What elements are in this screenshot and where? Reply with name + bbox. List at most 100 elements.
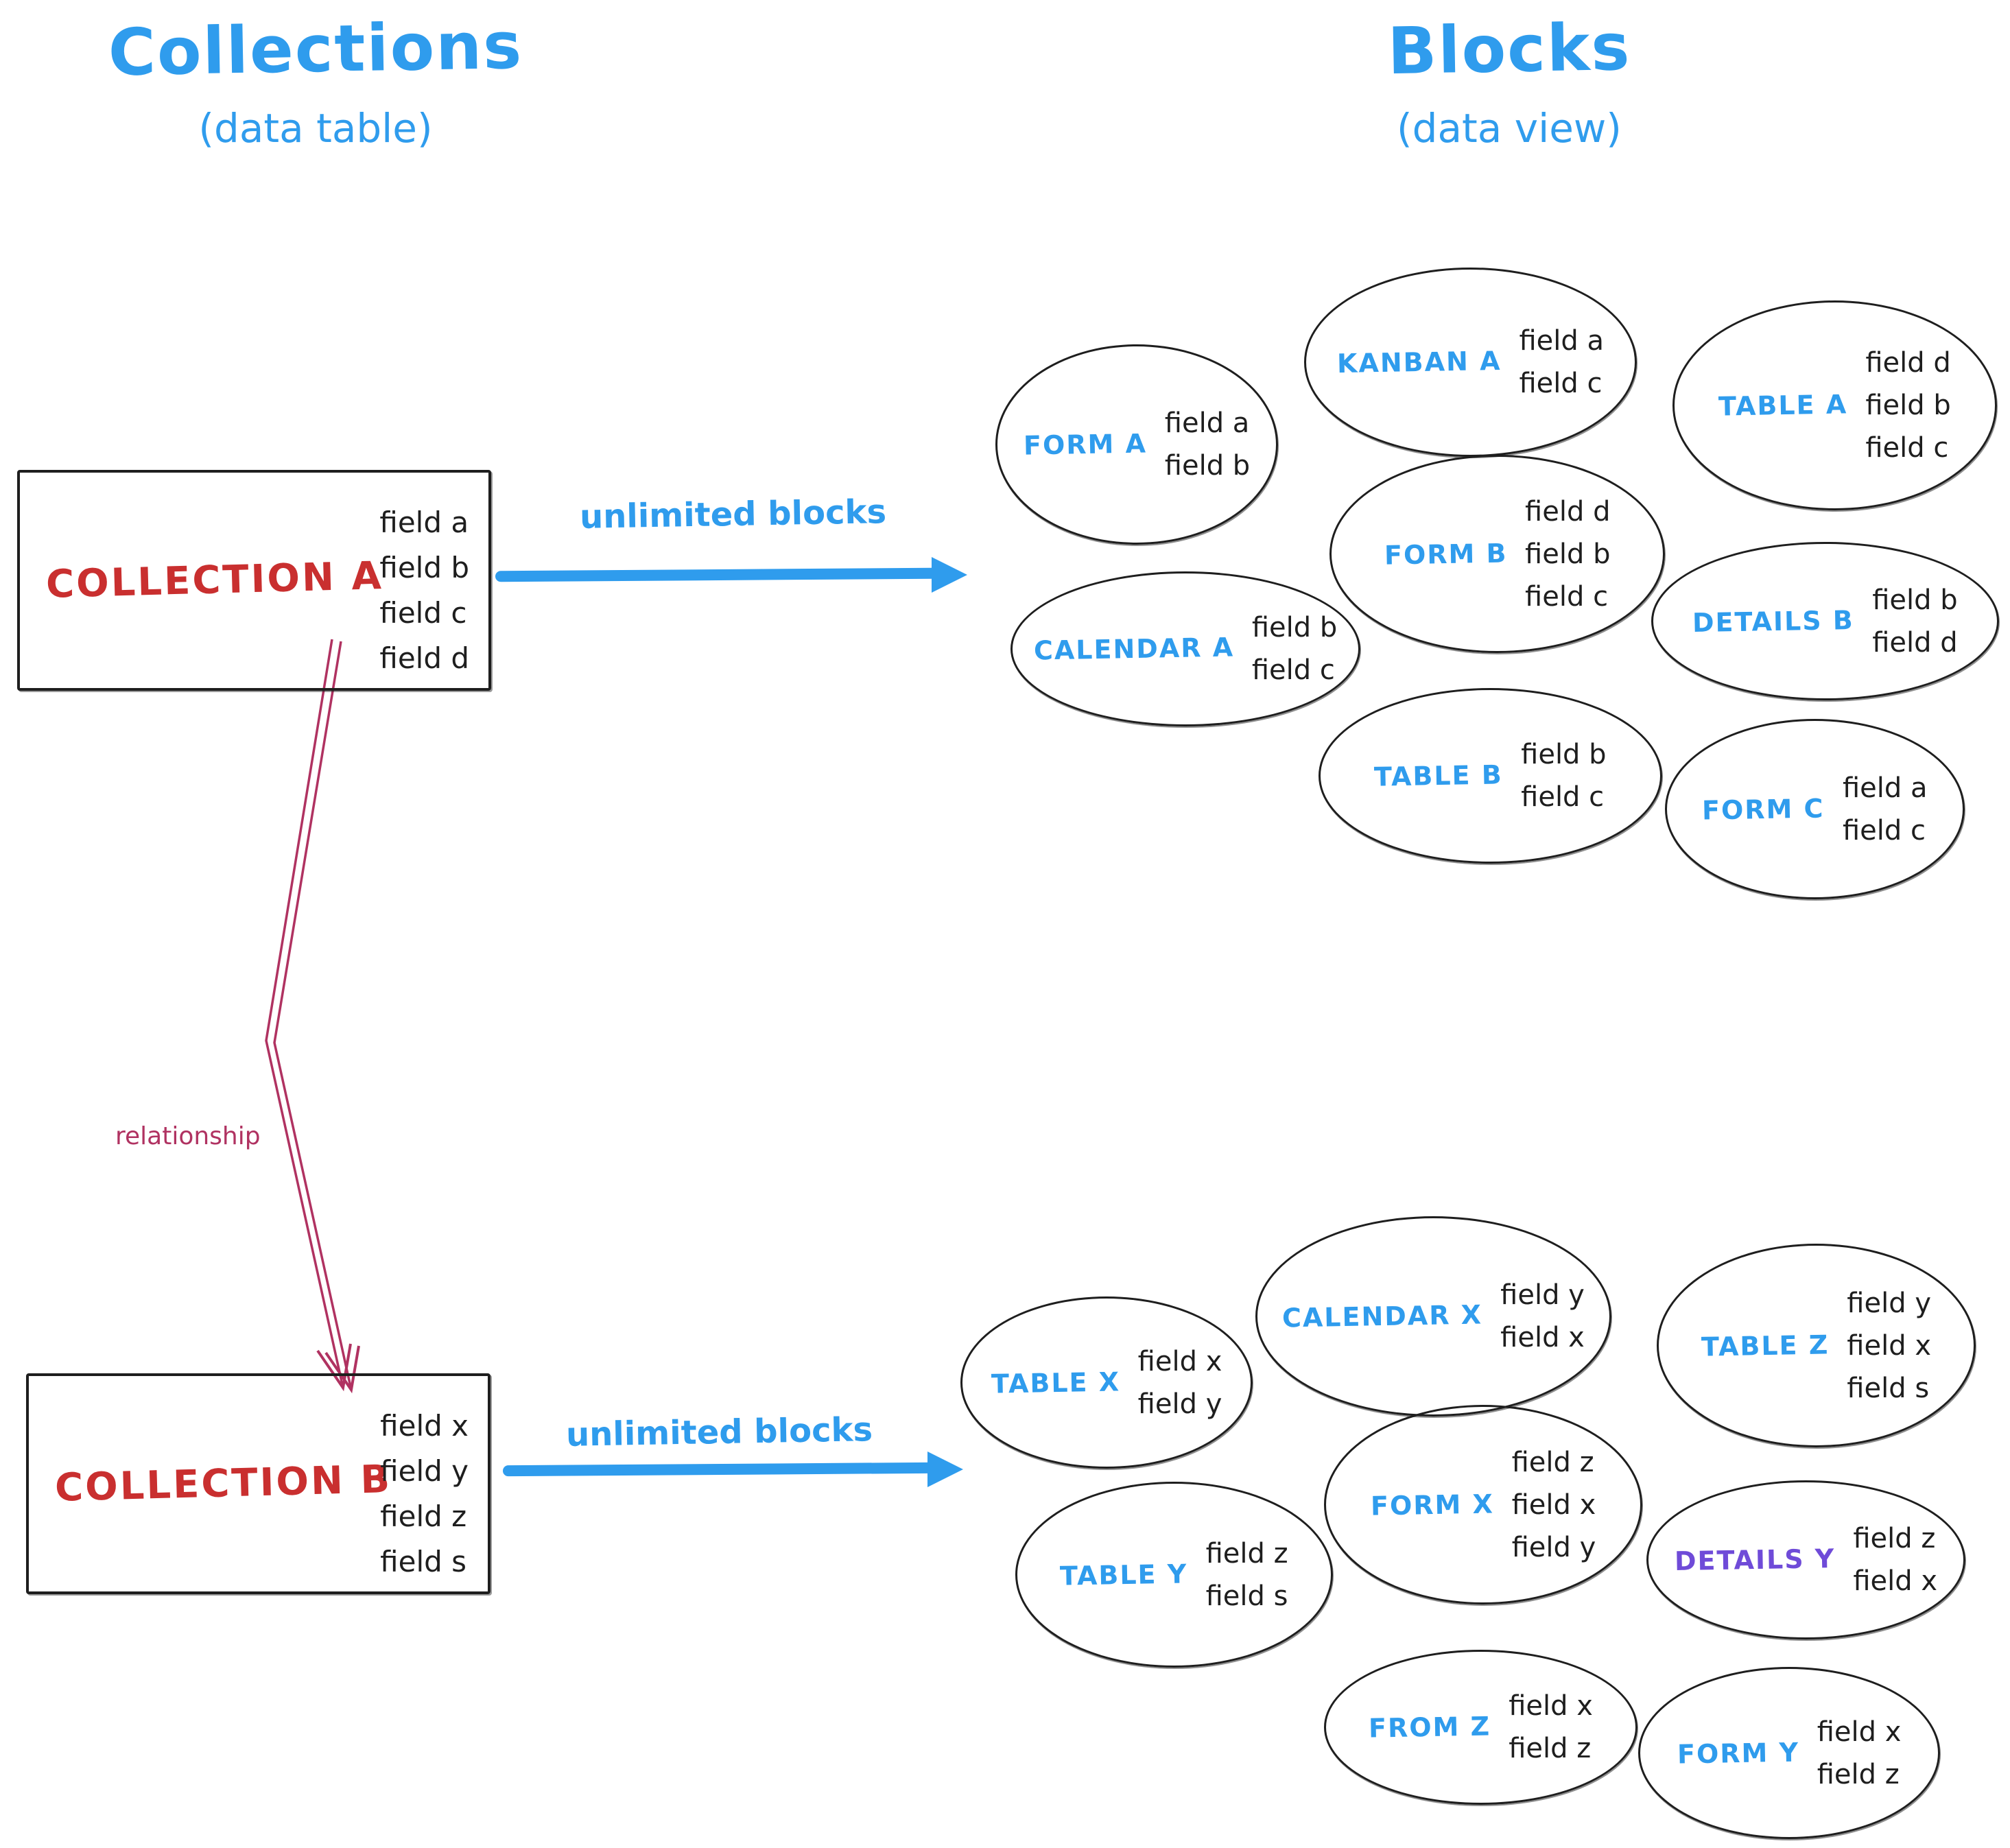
field: field z xyxy=(380,1500,467,1533)
field: field d xyxy=(1865,347,1951,379)
field: field x xyxy=(1509,1690,1593,1722)
collections-title: Collections xyxy=(108,8,523,91)
field: field z xyxy=(1817,1758,1900,1790)
field: field a xyxy=(1519,325,1605,357)
block-fields: field y field x field s xyxy=(1847,1282,1931,1410)
unlimited-blocks-label-b: unlimited blocks xyxy=(565,1410,873,1454)
field: field y xyxy=(1511,1531,1596,1563)
field: field c xyxy=(1865,432,1949,464)
field: field y xyxy=(380,1454,469,1488)
block-label: TABLE Y xyxy=(1059,1558,1188,1591)
block-label: FROM Z xyxy=(1368,1711,1491,1744)
field: field s xyxy=(1847,1372,1930,1404)
block-label: DETAILS Y xyxy=(1674,1543,1836,1577)
field: field z xyxy=(1511,1446,1594,1478)
block-form-c: FORM C field a field c xyxy=(1665,719,1965,899)
block-label: TABLE B xyxy=(1374,759,1504,792)
field: field c xyxy=(1521,781,1605,813)
block-fields: field b field c xyxy=(1521,733,1606,818)
field: field c xyxy=(1251,654,1335,686)
block-label: FORM B xyxy=(1384,537,1508,571)
collection-b-label: COLLECTION B xyxy=(54,1457,392,1511)
block-from-z: FROM Z field x field z xyxy=(1324,1650,1637,1805)
block-label: FORM A xyxy=(1023,428,1148,461)
block-fields: field z field x xyxy=(1853,1517,1937,1602)
blocks-subtitle: (data view) xyxy=(1397,105,1622,152)
block-fields: field d field b field c xyxy=(1865,342,1950,469)
collection-b-fields: field x field y field z field s xyxy=(380,1403,469,1585)
block-table-a: TABLE A field d field b field c xyxy=(1672,300,1997,510)
field: field z xyxy=(1509,1733,1592,1764)
collections-subtitle: (data table) xyxy=(198,105,433,152)
block-fields: field a field b xyxy=(1165,402,1250,487)
block-table-b: TABLE B field b field c xyxy=(1319,688,1662,864)
block-table-x: TABLE X field x field y xyxy=(960,1296,1253,1469)
block-label: FORM C xyxy=(1702,792,1825,826)
block-details-y: DETAILS Y field z field x xyxy=(1646,1480,1965,1639)
block-fields: field a field c xyxy=(1519,320,1604,405)
field: field x xyxy=(1847,1329,1931,1362)
block-fields: field d field b field c xyxy=(1525,490,1610,618)
block-label: FORM X xyxy=(1370,1488,1494,1521)
field: field c xyxy=(1519,368,1603,399)
field: field x xyxy=(1817,1716,1902,1748)
field: field b xyxy=(1521,739,1607,770)
block-label: CALENDAR X xyxy=(1281,1299,1483,1334)
field: field b xyxy=(1525,538,1611,570)
unlimited-blocks-arrow-b xyxy=(502,1462,934,1477)
field: field b xyxy=(1251,612,1338,643)
block-calendar-a: CALENDAR A field b field c xyxy=(1010,571,1360,726)
unlimited-blocks-label-a: unlimited blocks xyxy=(579,493,887,536)
block-details-b: DETAILS B field b field d xyxy=(1651,542,1999,700)
block-fields: field a field c xyxy=(1843,767,1928,852)
field: field y xyxy=(1137,1388,1222,1420)
field: field d xyxy=(1872,626,1958,659)
block-fields: field x field z xyxy=(1509,1685,1593,1770)
field: field x xyxy=(380,1409,469,1443)
block-form-y: FORM Y field x field z xyxy=(1638,1667,1940,1839)
block-fields: field x field y xyxy=(1138,1340,1222,1425)
arrow-b-head-icon xyxy=(927,1452,963,1487)
field: field c xyxy=(1842,814,1926,846)
block-calendar-x: CALENDAR X field y field x xyxy=(1255,1216,1611,1417)
blocks-title: Blocks xyxy=(1386,10,1632,90)
field: field d xyxy=(1525,495,1611,528)
field: field x xyxy=(1853,1565,1938,1597)
block-label: TABLE X xyxy=(991,1366,1121,1399)
arrow-a-head-icon xyxy=(932,557,967,593)
field: field x xyxy=(1137,1345,1222,1377)
block-fields: field z field s xyxy=(1206,1532,1288,1618)
block-label: DETAILS B xyxy=(1692,604,1855,638)
collection-a-box: COLLECTION A field a field b field c fie… xyxy=(17,470,491,691)
field: field b xyxy=(1865,390,1951,421)
block-label: KANBAN A xyxy=(1336,345,1502,379)
collection-b-box: COLLECTION B field x field y field z fie… xyxy=(26,1373,490,1594)
block-kanban-a: KANBAN A field a field c xyxy=(1304,268,1637,457)
field: field z xyxy=(1853,1523,1936,1554)
field: field y xyxy=(1847,1287,1931,1319)
field: field b xyxy=(1164,450,1251,482)
block-fields: field b field c xyxy=(1252,606,1337,691)
blocks-header: Blocks (data view) xyxy=(1297,10,1722,152)
field: field d xyxy=(379,641,469,675)
field: field a xyxy=(379,506,469,539)
block-fields: field z field x field y xyxy=(1512,1441,1596,1569)
collection-a-label: COLLECTION A xyxy=(45,554,384,607)
field: field c xyxy=(1525,580,1609,613)
block-form-x: FORM X field z field x field y xyxy=(1324,1405,1642,1604)
block-table-y: TABLE Y field z field s xyxy=(1015,1482,1333,1668)
block-label: TABLE A xyxy=(1718,389,1848,422)
block-label: TABLE Z xyxy=(1701,1329,1830,1362)
block-form-a: FORM A field a field b xyxy=(995,344,1278,545)
field: field s xyxy=(1205,1580,1288,1612)
block-fields: field x field z xyxy=(1817,1711,1902,1796)
block-fields: field y field x xyxy=(1500,1274,1585,1359)
block-fields: field b field d xyxy=(1872,579,1957,664)
collection-a-fields: field a field b field c field d xyxy=(379,500,469,681)
field: field c xyxy=(379,596,467,630)
field: field s xyxy=(380,1545,467,1578)
field: field a xyxy=(1164,407,1250,439)
block-label: CALENDAR A xyxy=(1033,632,1235,666)
field: field z xyxy=(1205,1537,1288,1569)
